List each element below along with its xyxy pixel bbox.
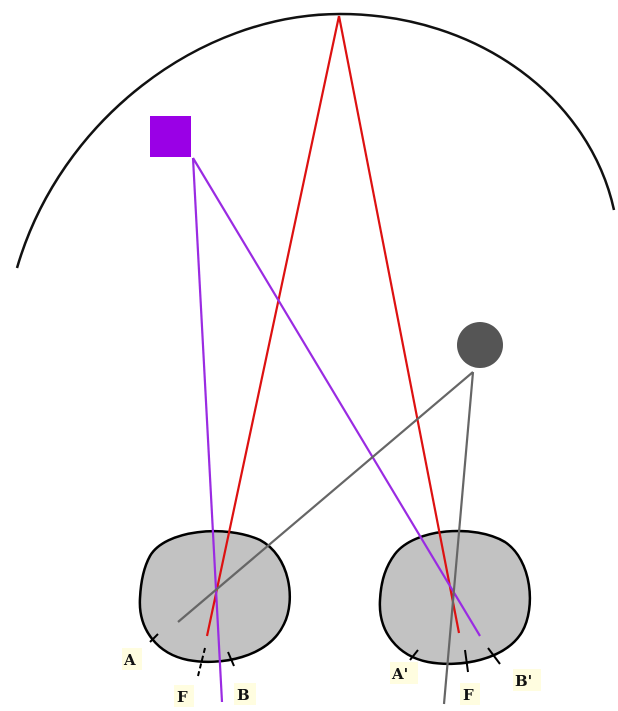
gray-ray-right: [442, 371, 475, 705]
label-bg-right-B: [513, 669, 541, 691]
left-tick-A: [149, 633, 159, 643]
red-ray-right: [337, 15, 461, 634]
label-right-B: B': [515, 672, 532, 690]
right-eye: [378, 529, 532, 666]
right-tick-F: [464, 649, 469, 673]
sky-arc: [15, 12, 616, 269]
left-tick-F: [197, 647, 206, 677]
purple-ray-left: [191, 157, 224, 703]
label-right-F: F: [463, 686, 474, 704]
label-left-F: F: [177, 688, 188, 706]
gray-circle-object: [457, 322, 503, 368]
label-left-B: B: [237, 686, 250, 704]
label-bg-left-A: [122, 648, 142, 670]
red-ray-left: [205, 15, 341, 637]
label-right-A: A': [391, 665, 408, 683]
right-tick-A: [409, 649, 419, 661]
label-bg-right-A: [390, 662, 418, 684]
purple-ray-right: [192, 157, 481, 637]
gray-ray-left: [177, 371, 474, 623]
label-bg-right-F: [460, 683, 480, 705]
left-tick-B: [227, 651, 235, 667]
label-bg-left-F: [174, 685, 194, 707]
right-tick-B: [487, 647, 501, 665]
label-bg-left-B: [234, 683, 256, 705]
label-left-A: A: [123, 651, 136, 669]
purple-square-object: [150, 116, 191, 157]
